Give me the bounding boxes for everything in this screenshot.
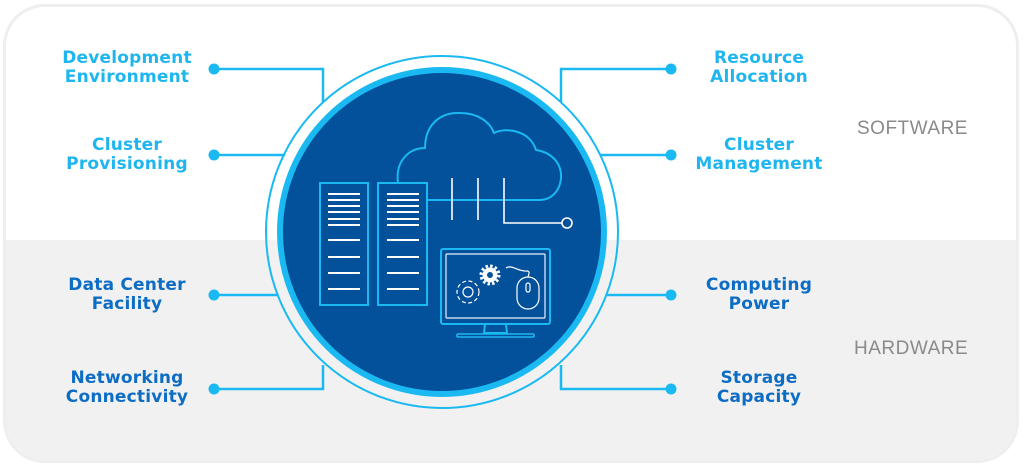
label-line: Connectivity — [65, 387, 189, 407]
label-line: Power — [728, 294, 790, 314]
cloud-icon — [396, 111, 563, 201]
server-rack-icon — [319, 182, 369, 306]
label-line: Networking — [70, 368, 184, 388]
label-line: Allocation — [710, 67, 808, 87]
mouse-icon — [505, 266, 540, 310]
connector-storage-capacity — [559, 365, 671, 391]
section-label-software: SOFTWARE — [857, 118, 968, 139]
label-cluster-provisioning: Cluster Provisioning — [52, 136, 202, 174]
label-line: Provisioning — [66, 154, 188, 174]
connector-dots — [208, 63, 677, 395]
dot — [665, 383, 677, 395]
gears-icon — [456, 264, 501, 304]
label-line: Data Center — [68, 275, 186, 295]
label-line: Cluster — [92, 135, 162, 155]
label-line: Management — [695, 154, 823, 174]
server-rack-icon — [377, 182, 428, 306]
connector-networking-connectivity — [214, 365, 325, 391]
label-line: Environment — [64, 67, 190, 87]
label-line: Resource — [713, 48, 805, 68]
label-data-center-facility: Data Center Facility — [52, 276, 202, 314]
label-line: Cluster — [724, 135, 794, 155]
label-line: Development — [62, 48, 192, 68]
network-lines-icon — [451, 178, 573, 229]
label-computing-power: Computing Power — [684, 276, 834, 314]
label-storage-capacity: Storage Capacity — [684, 369, 834, 407]
label-line: Computing — [705, 275, 813, 295]
label-cluster-management: Cluster Management — [684, 136, 834, 174]
label-line: Capacity — [716, 387, 802, 407]
dot — [208, 149, 220, 161]
dot — [665, 289, 677, 301]
dot — [208, 63, 220, 75]
label-line: Facility — [91, 294, 163, 314]
label-resource-allocation: Resource Allocation — [684, 49, 834, 87]
label-networking-connectivity: Networking Connectivity — [52, 369, 202, 407]
outer-ring — [265, 55, 619, 409]
label-line: Storage — [720, 368, 798, 388]
connector-resource-allocation — [559, 67, 671, 102]
section-label-hardware: HARDWARE — [854, 338, 969, 359]
dot — [665, 149, 677, 161]
dot — [208, 383, 220, 395]
dot — [208, 289, 220, 301]
connectors — [214, 67, 671, 391]
monitor-icon — [440, 248, 551, 338]
dot — [665, 63, 677, 75]
connector-development-environment — [214, 67, 325, 102]
label-development-environment: Development Environment — [52, 49, 202, 87]
central-disk — [277, 67, 607, 397]
